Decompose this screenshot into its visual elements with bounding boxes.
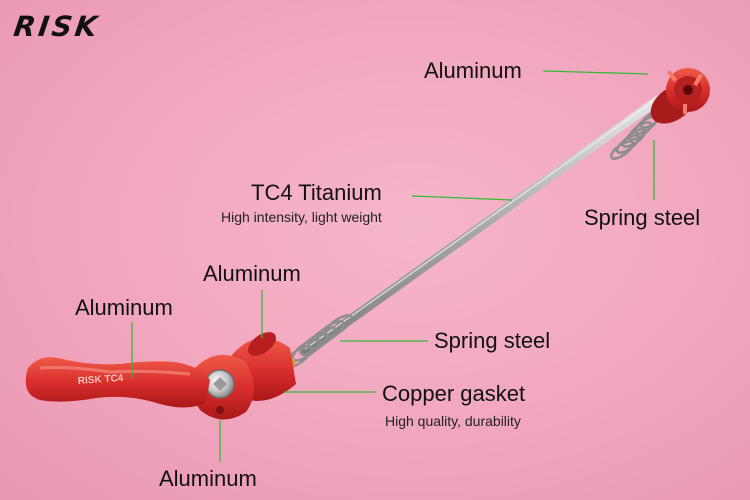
top-cap-label: Aluminum bbox=[424, 58, 522, 83]
lower-spring-label: Spring steel bbox=[434, 328, 551, 353]
skewer-rod-note: High intensity, light weight bbox=[221, 209, 382, 225]
lever-cup-label: Aluminum bbox=[203, 261, 301, 286]
lever-handle-label: Aluminum bbox=[75, 295, 173, 320]
titanium-rod bbox=[300, 95, 663, 357]
lever-head bbox=[191, 354, 254, 420]
lever-base-label: Aluminum bbox=[159, 466, 257, 491]
top-spring bbox=[609, 109, 665, 160]
skewer-rod-label: TC4 Titanium bbox=[251, 180, 382, 205]
copper-gasket-note: High quality, durability bbox=[385, 413, 521, 429]
lever-engraving: RISK TC4 bbox=[77, 373, 124, 387]
top-spring-label: Spring steel bbox=[584, 205, 701, 230]
top-cap bbox=[650, 68, 710, 124]
leader-lines bbox=[131, 70, 655, 462]
copper-gasket-label: Copper gasket bbox=[382, 381, 526, 406]
lower-spring bbox=[283, 314, 353, 369]
lever-handle: RISK TC4 bbox=[25, 357, 211, 408]
